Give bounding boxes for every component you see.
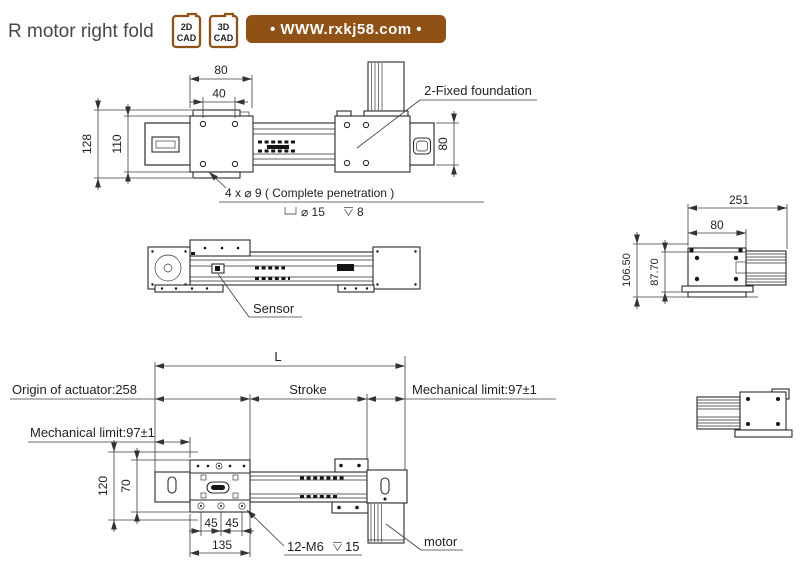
carriage-plate [189, 115, 254, 173]
end-view [696, 388, 793, 438]
motor-label: motor [424, 534, 458, 549]
dim-top-80: 80 [214, 63, 228, 77]
website-banner[interactable]: • WWW.rxkj58.com • [246, 15, 446, 43]
motor-tower [367, 61, 405, 112]
end-block-bottom [366, 469, 408, 504]
foot-left [154, 284, 224, 293]
sensor-bracket-top [334, 458, 369, 473]
counterbore-icon [284, 207, 297, 215]
end-block-side [372, 246, 421, 290]
cad-2d-icon [171, 12, 202, 49]
depth-icon-holes [344, 207, 353, 217]
dim-70: 70 [119, 479, 133, 493]
fixed-foundation-block [334, 115, 411, 173]
motor-leader [385, 523, 422, 551]
counterbore-dia: ⌀ 15 [301, 205, 325, 219]
cad-2d-badge[interactable]: 2D CAD [171, 12, 202, 49]
header: R motor right fold 2D CAD 3D CAD • WWW.r… [8, 12, 446, 49]
fixed-foundation-leader [356, 99, 421, 149]
top-view: 80 40 128 110 80 [80, 61, 537, 219]
stroke-label: Stroke [289, 382, 327, 397]
origin-label: Origin of actuator:258 [12, 382, 137, 397]
badge-3d-bottom-label: CAD [214, 33, 234, 43]
dim-120: 120 [96, 476, 110, 496]
dim-80-section: 80 [710, 218, 724, 232]
holes-note-leader [208, 171, 227, 189]
counterbore-depth: 8 [357, 205, 364, 219]
dim-right-80: 80 [436, 137, 450, 151]
dim-45-b: 45 [225, 516, 239, 530]
thread-depth: 15 [345, 539, 359, 554]
carriage-side [189, 239, 251, 257]
mech-limit-right-label: Mechanical limit:97±1 [412, 382, 537, 397]
depth-icon-thread [333, 542, 342, 552]
slider-foot-section [681, 285, 754, 293]
side-view: Sensor [147, 239, 421, 318]
cad-3d-icon [208, 12, 239, 49]
sensor-leader [217, 273, 250, 318]
mech-limit-left-label: Mechanical limit:97±1 [30, 425, 155, 440]
badge-3d-top-label: 3D [218, 22, 230, 32]
dim-106-50: 106.50 [621, 253, 633, 287]
banner-background [246, 15, 446, 43]
sensor-label: Sensor [253, 301, 295, 316]
dim-L: L [274, 349, 281, 364]
thread-note: 12-M6 [287, 539, 324, 554]
dim-251: 251 [729, 193, 749, 207]
holes-note: 4 x ⌀ 9 ( Complete penetration ) [225, 186, 394, 200]
fixed-foundation-label: 2-Fixed foundation [424, 83, 532, 98]
bottom-view: L Origin of actuator:258 Stroke Mechanic… [10, 349, 556, 557]
website-banner-label: • WWW.rxkj58.com • [270, 21, 422, 38]
page-title: R motor right fold [8, 21, 154, 42]
motor-block-side [147, 246, 191, 290]
dim-left-128: 128 [80, 134, 94, 154]
badge-2d-top-label: 2D [181, 22, 193, 32]
section-view: 251 80 106.50 87.70 [621, 193, 788, 309]
dim-135: 135 [212, 538, 232, 552]
motor-folded [367, 502, 405, 544]
sensor-magnet [337, 264, 354, 271]
thread-note-leader [246, 509, 285, 547]
cad-3d-badge[interactable]: 3D CAD [208, 12, 239, 49]
dim-45-a: 45 [204, 516, 218, 530]
dim-top-40: 40 [212, 87, 226, 101]
dim-87-70: 87.70 [649, 258, 661, 286]
slider-foot-end-view [734, 429, 793, 438]
dim-left-110: 110 [110, 134, 124, 153]
badge-2d-bottom-label: CAD [177, 33, 197, 43]
